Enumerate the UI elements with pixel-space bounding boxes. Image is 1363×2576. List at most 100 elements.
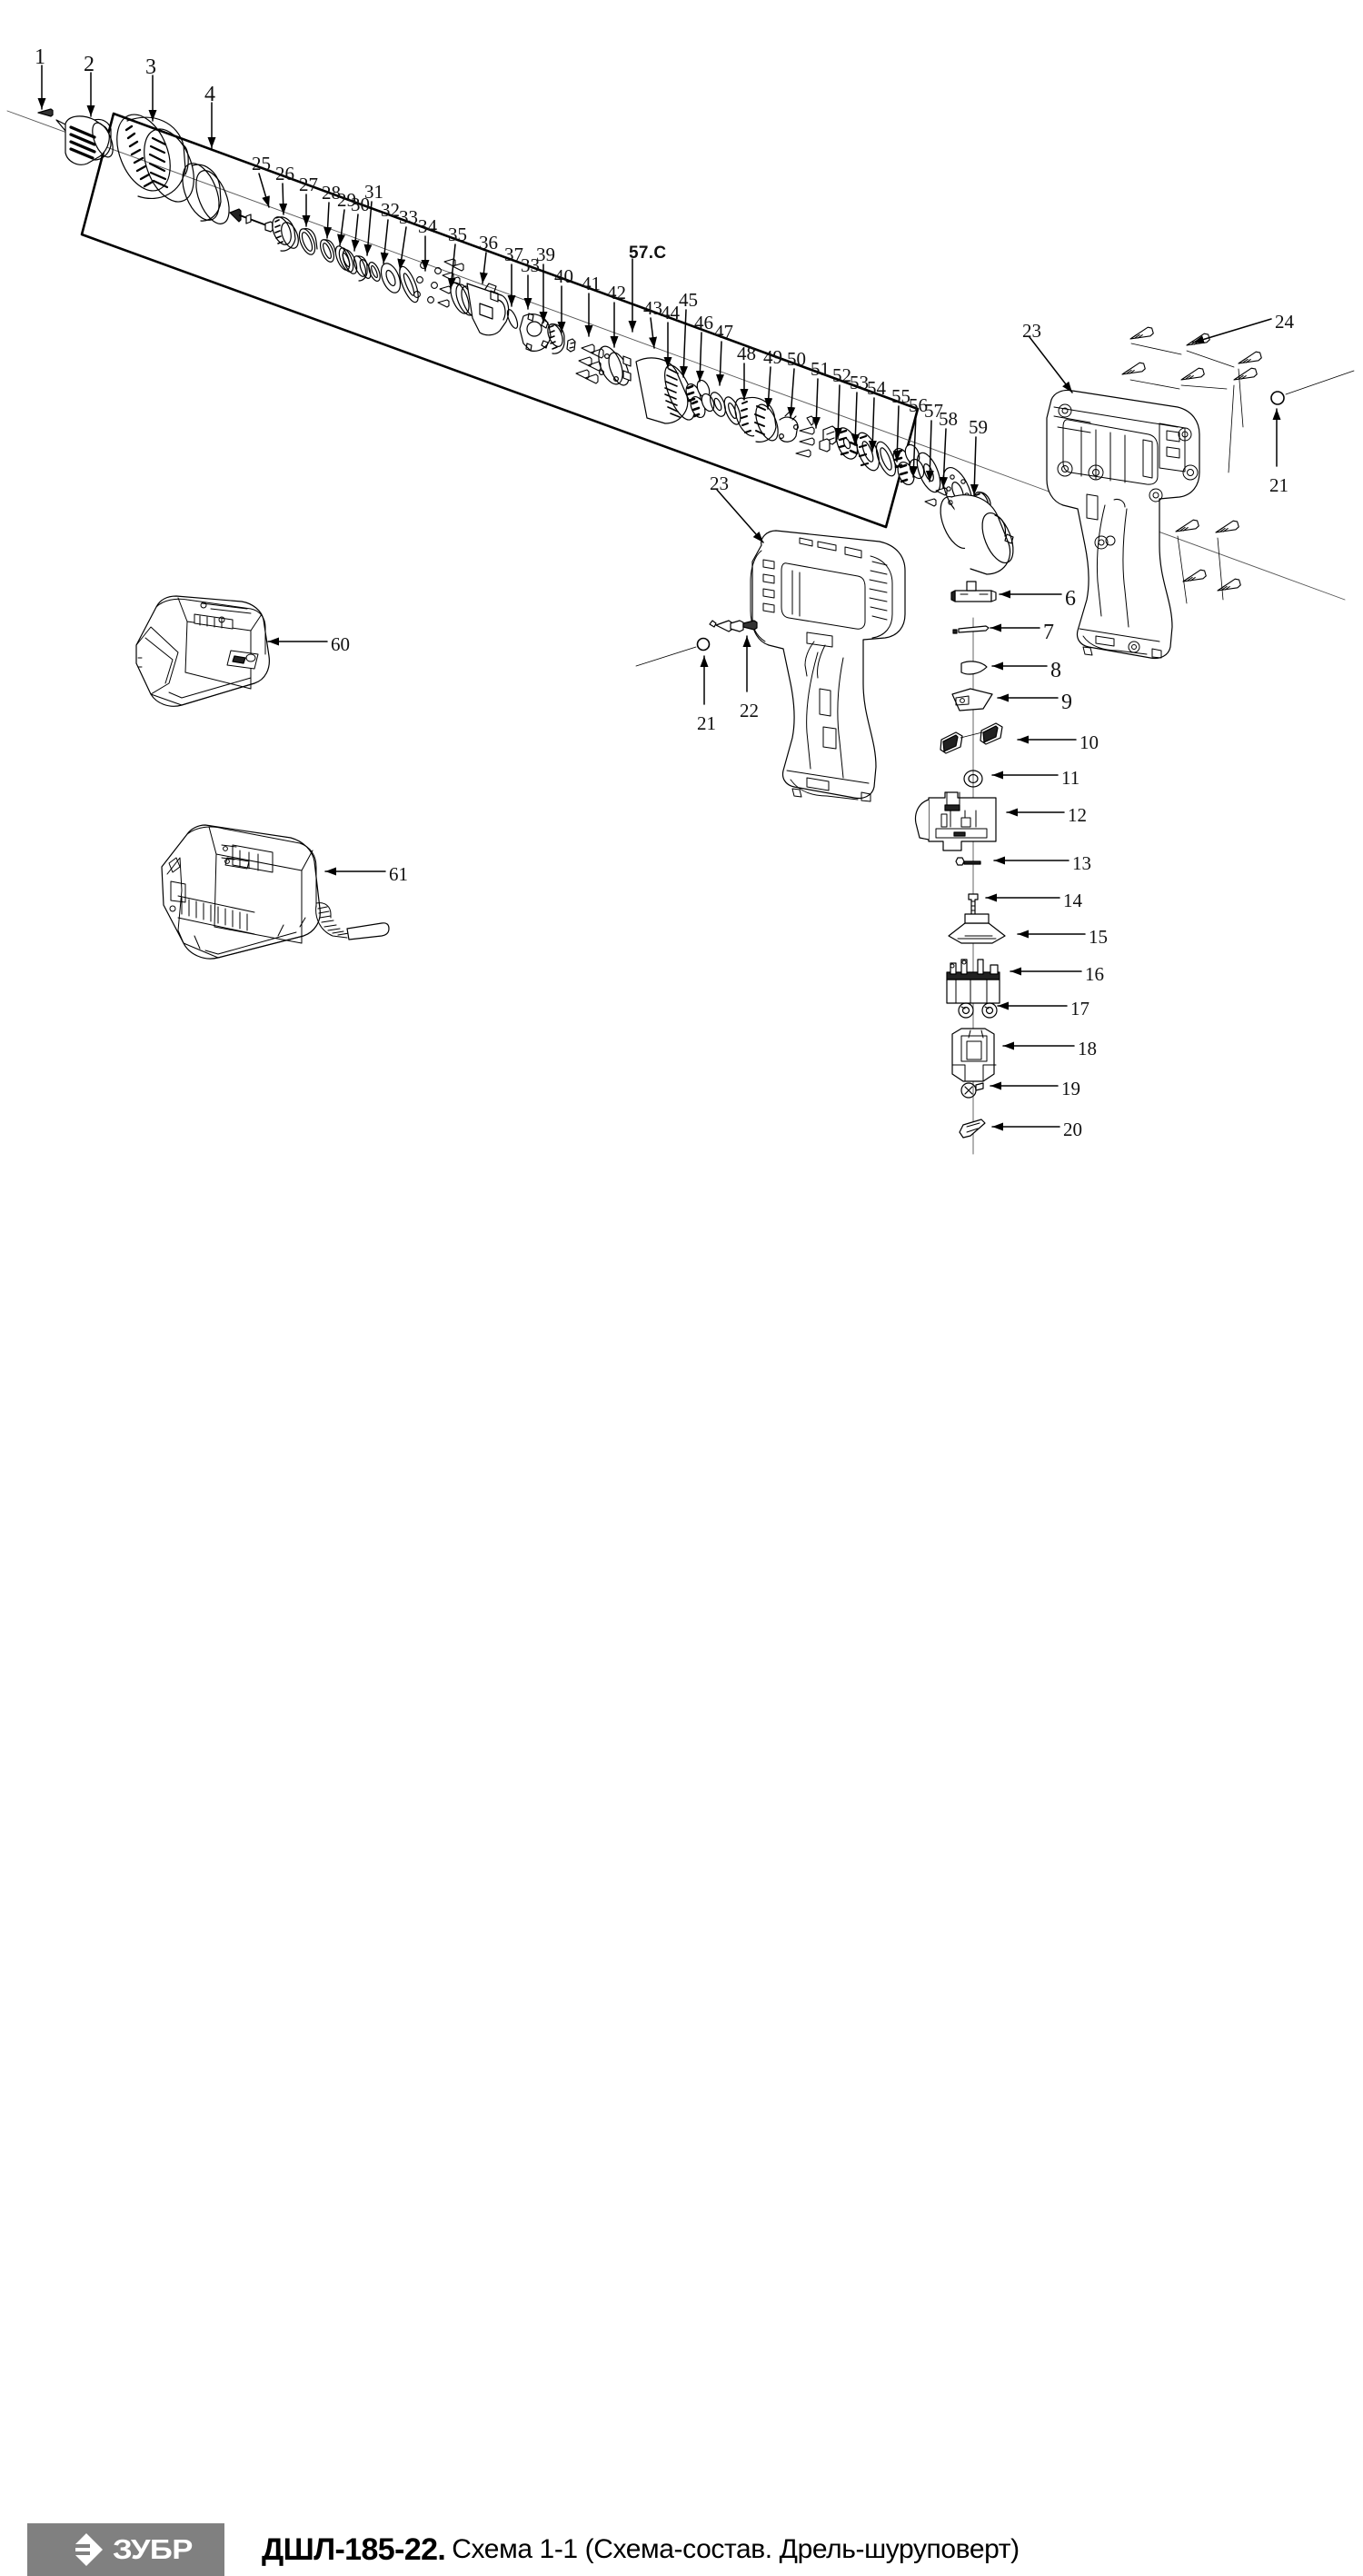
part-34-balls bbox=[413, 262, 442, 303]
leader-line-51 bbox=[811, 378, 821, 429]
callout-53: 53 bbox=[850, 372, 869, 393]
part-11-grommet bbox=[963, 770, 983, 788]
callout-61: 61 bbox=[389, 863, 408, 885]
footer: ЗУБР ДШЛ-185-22. Схема 1-1 (Схема-состав… bbox=[0, 1247, 1363, 2576]
brand-name: ЗУБР bbox=[112, 2533, 193, 2565]
callout-8: 8 bbox=[1050, 659, 1061, 682]
callout-54: 54 bbox=[867, 377, 886, 399]
leader-line-23 bbox=[716, 489, 764, 543]
callout-18: 18 bbox=[1078, 1038, 1097, 1059]
callout-51: 51 bbox=[811, 358, 830, 380]
callout-39: 39 bbox=[536, 244, 555, 265]
scheme-title: Схема 1-1 (Схема-состав. Дрель-шуруповер… bbox=[452, 2534, 1020, 2564]
callout-20: 20 bbox=[1063, 1119, 1082, 1140]
diamond-arrow-icon bbox=[69, 2533, 103, 2566]
part-24-screws bbox=[1119, 325, 1263, 604]
part-28-ring bbox=[320, 239, 336, 263]
callout-7: 7 bbox=[1043, 621, 1054, 644]
part-23-left-housing-half bbox=[750, 530, 906, 802]
leader-line-31 bbox=[363, 201, 373, 256]
callout-19: 19 bbox=[1061, 1078, 1080, 1099]
callout-21: 21 bbox=[1269, 474, 1288, 496]
callout-44: 44 bbox=[661, 302, 680, 323]
leader-line-45 bbox=[679, 309, 688, 378]
leader-line-53 bbox=[851, 392, 860, 446]
part-54-planet-cluster bbox=[892, 443, 925, 486]
part-50-coupling bbox=[819, 425, 837, 453]
callout-11: 11 bbox=[1061, 767, 1080, 789]
part-47-gear-housing bbox=[734, 396, 779, 443]
callout-21: 21 bbox=[697, 712, 716, 734]
part-6-direction-slider bbox=[950, 581, 997, 602]
part-18-latch-housing bbox=[951, 1028, 997, 1082]
callout-30: 30 bbox=[351, 194, 370, 215]
part-12-switch-module bbox=[914, 791, 997, 851]
part-45-washer bbox=[710, 392, 726, 417]
leader-line-36 bbox=[479, 252, 488, 284]
part-13-screw bbox=[955, 857, 981, 866]
assembly-boundary bbox=[80, 112, 920, 529]
leader-line-32 bbox=[380, 219, 389, 264]
callout-26: 26 bbox=[275, 163, 294, 184]
part-1-bit bbox=[37, 108, 54, 117]
part-9-contact-plate bbox=[951, 688, 993, 711]
callout-16: 16 bbox=[1085, 963, 1104, 985]
callout-10: 10 bbox=[1079, 731, 1099, 753]
part-59-motor bbox=[940, 494, 1014, 575]
part-21-o-ring-left bbox=[635, 637, 711, 667]
callout-25: 25 bbox=[252, 153, 271, 174]
part-16-terminal-block bbox=[946, 959, 1000, 1004]
leader-line-47 bbox=[716, 341, 724, 386]
leader-line-59 bbox=[970, 436, 979, 496]
part-53-washer bbox=[875, 441, 897, 477]
part-29-spring-washers bbox=[334, 245, 358, 274]
part-56-pins bbox=[924, 487, 948, 507]
callout-17: 17 bbox=[1070, 998, 1089, 1019]
callout-27: 27 bbox=[299, 174, 318, 195]
callout-4: 4 bbox=[204, 83, 215, 106]
callout-15: 15 bbox=[1089, 926, 1108, 948]
callout-31: 31 bbox=[364, 181, 383, 203]
part-37-washer bbox=[506, 309, 519, 329]
model-number: ДШЛ-185-22. bbox=[262, 2531, 446, 2567]
leader-line-54 bbox=[868, 397, 877, 453]
callout-28: 28 bbox=[322, 182, 341, 204]
part-14-screw bbox=[968, 893, 979, 917]
leader-line-30 bbox=[351, 214, 360, 252]
callout-47: 47 bbox=[714, 321, 733, 343]
part-49-pins bbox=[795, 415, 815, 458]
callout-33: 33 bbox=[399, 206, 418, 228]
leader-line-25 bbox=[258, 173, 270, 208]
part-21-o-ring-right bbox=[1270, 370, 1355, 405]
leader-line-24 bbox=[1192, 318, 1272, 343]
callout-49: 49 bbox=[763, 346, 782, 368]
callout-6: 6 bbox=[1065, 587, 1076, 611]
callout-29: 29 bbox=[337, 189, 356, 211]
part-2-chuck bbox=[55, 115, 114, 165]
leader-line-52 bbox=[833, 384, 842, 440]
assembly-label-57c: 57.C bbox=[629, 244, 667, 263]
part-15-bracket-plate bbox=[948, 913, 1006, 944]
leader-line-55 bbox=[892, 405, 901, 462]
leader-line-57 bbox=[925, 420, 934, 482]
leader-line-23 bbox=[1029, 336, 1073, 393]
callout-57: 57 bbox=[924, 400, 943, 422]
callout-22: 22 bbox=[740, 700, 759, 721]
part-25-spindle bbox=[229, 208, 274, 233]
callout-23: 23 bbox=[710, 472, 729, 494]
callout-42: 42 bbox=[607, 282, 626, 303]
leader-line-49 bbox=[764, 366, 773, 410]
callout-56: 56 bbox=[909, 394, 928, 416]
callout-37: 37 bbox=[504, 244, 523, 265]
callout-1: 1 bbox=[35, 45, 45, 69]
leader-line-33 bbox=[397, 226, 407, 271]
callout-60: 60 bbox=[331, 633, 350, 655]
callout-52: 52 bbox=[832, 364, 851, 386]
callout-12: 12 bbox=[1068, 804, 1087, 826]
callout-50: 50 bbox=[787, 348, 806, 370]
leader-line-28 bbox=[323, 202, 333, 239]
callout-13: 13 bbox=[1072, 852, 1091, 874]
part-44-planet-gears bbox=[685, 379, 715, 419]
callout-40: 40 bbox=[554, 265, 573, 287]
